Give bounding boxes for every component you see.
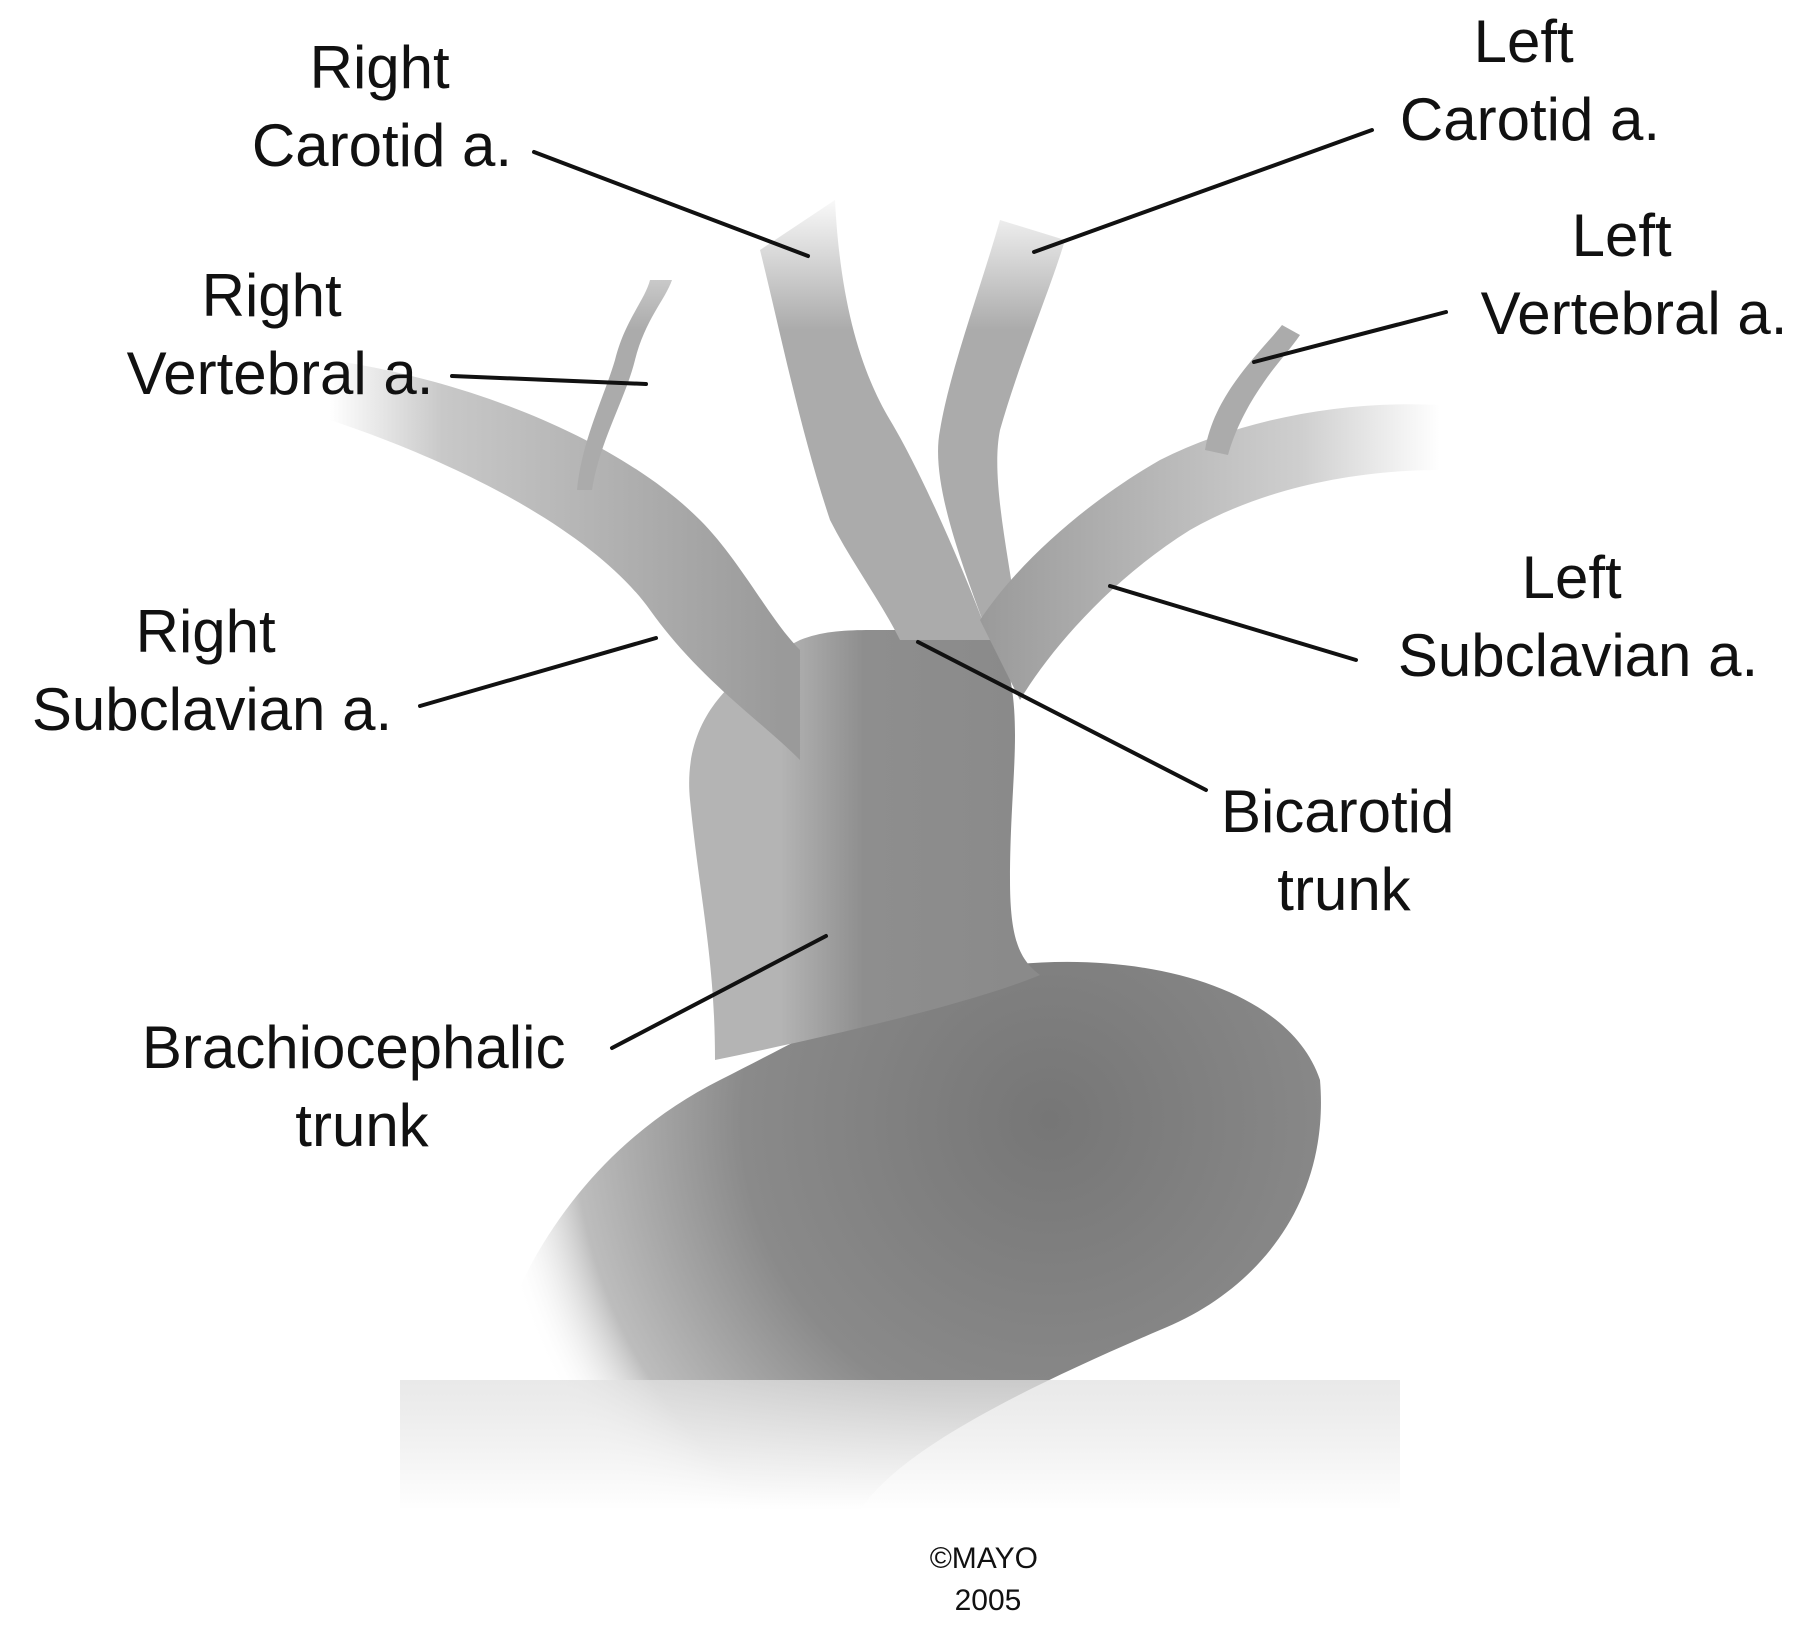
right-carotid-leader: [532, 150, 810, 258]
arch-fade: [400, 1380, 1400, 1540]
right-carotid-label: Right Carotid a.: [252, 34, 512, 179]
bicarotid-trunk-leader: [916, 640, 1208, 792]
left-subclavian-leader: [1108, 584, 1358, 662]
left-carotid-leader: [1032, 128, 1374, 254]
left-subclavian-label: Left Subclavian a.: [1398, 544, 1758, 689]
right-subclavian-shape: [330, 360, 800, 760]
right-carotid-shape: [760, 200, 990, 640]
right-vertebral-label: Right Vertebral a.: [127, 262, 434, 407]
aortic-arch-shape: [470, 961, 1321, 1510]
right-subclavian-leader: [418, 636, 658, 708]
left-subclavian-shape: [980, 404, 1440, 700]
left-carotid-shape: [938, 220, 1065, 640]
bicarotid-trunk-label: Bicarotid trunk: [1221, 778, 1471, 923]
right-vertebral-leader: [450, 374, 648, 386]
left-carotid-label: Left Carotid a.: [1400, 8, 1660, 153]
brachiocephalic-trunk-label: Brachiocephalic trunk: [142, 1014, 582, 1159]
left-vertebral-label: Left Vertebral a.: [1481, 202, 1788, 347]
left-vertebral-leader: [1252, 310, 1448, 364]
right-subclavian-label: Right Subclavian a.: [32, 598, 392, 743]
copyright-credit: ©MAYO 2005: [930, 1542, 1047, 1617]
brachiocephalic-trunk-leader: [610, 934, 828, 1050]
